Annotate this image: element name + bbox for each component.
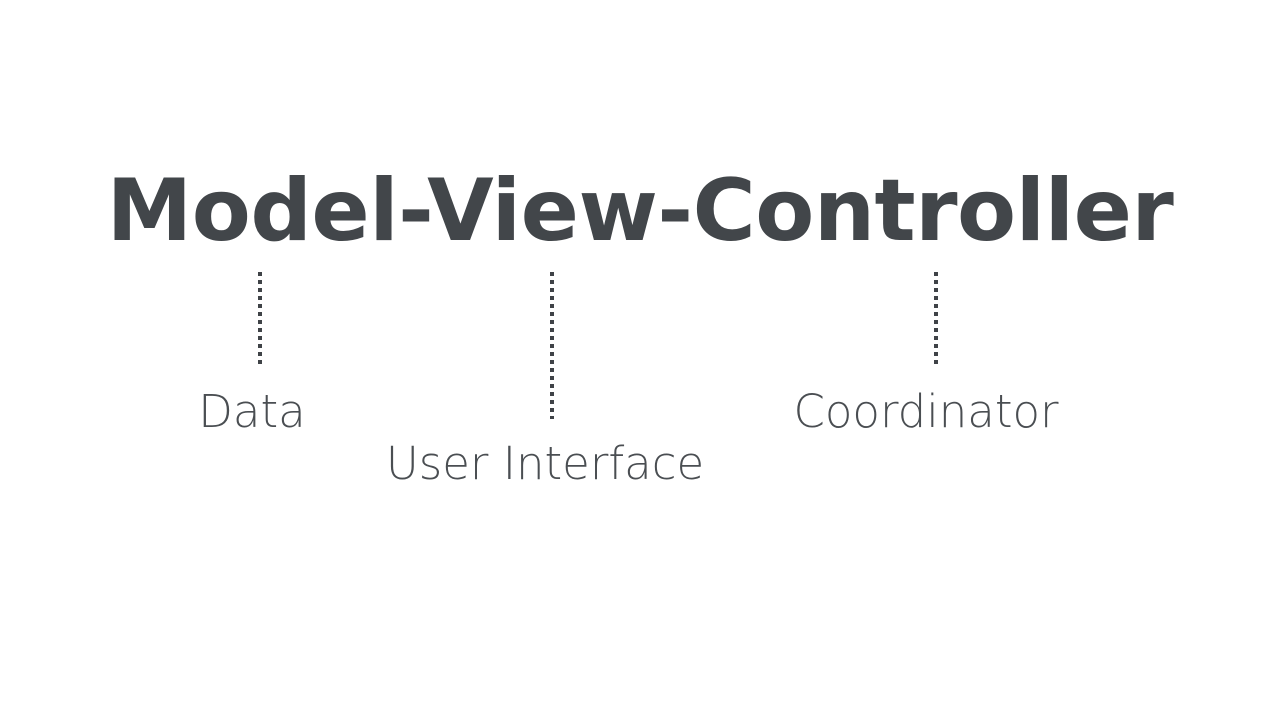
- connector-line-view: [550, 272, 554, 419]
- leaf-label-model: Data: [198, 385, 306, 438]
- leaf-label-view: User Interface: [385, 437, 705, 490]
- page-title: Model-View-Controller: [106, 161, 1174, 261]
- connector-line-controller: [934, 272, 938, 367]
- leaf-label-controller: Coordinator: [793, 385, 1059, 438]
- connector-line-model: [258, 272, 262, 367]
